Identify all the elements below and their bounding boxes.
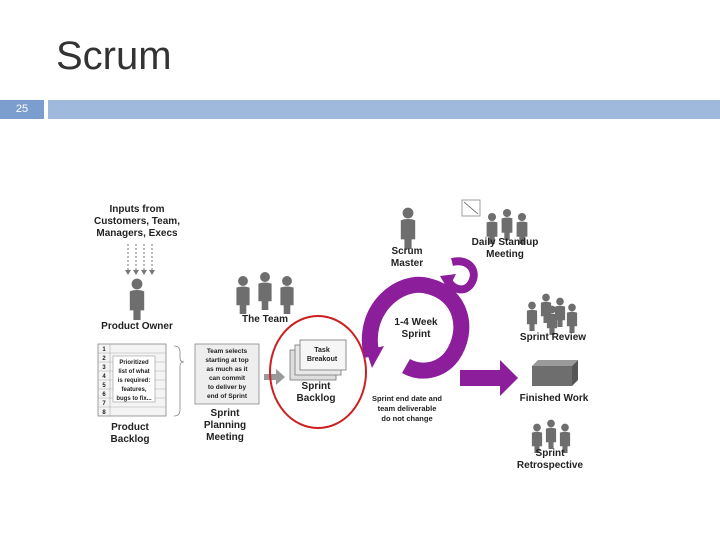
inputs-line: Inputs from bbox=[110, 204, 165, 215]
sprint-retrospective-label: Retrospective bbox=[517, 460, 584, 471]
sprint-cycle bbox=[366, 261, 518, 396]
sprint-end-note: do not change bbox=[381, 414, 432, 423]
product-backlog-list: 1 2 3 4 5 6 7 8 Prioritized list of what… bbox=[98, 344, 166, 416]
sprint-retrospective-label: Sprint bbox=[536, 448, 566, 459]
the-team-people-icon bbox=[236, 272, 293, 314]
daily-standup-label: Meeting bbox=[486, 249, 524, 260]
backlog-note-line: features, bbox=[121, 387, 146, 393]
product-owner-label: Product Owner bbox=[101, 321, 173, 332]
week-sprint-label: Sprint bbox=[402, 329, 432, 340]
team-selects-line: end of Sprint bbox=[207, 393, 248, 400]
the-team-label: The Team bbox=[242, 314, 288, 325]
daily-standup-label: Daily Standup bbox=[472, 237, 539, 248]
sprint-backlog-label: Sprint bbox=[302, 381, 332, 392]
sprint-planning-label: Planning bbox=[204, 420, 246, 431]
scrum-master-label: Scrum bbox=[391, 246, 422, 257]
input-arrows bbox=[128, 244, 152, 270]
sprint-review-people-icon bbox=[527, 294, 577, 335]
product-owner-person-icon bbox=[130, 279, 144, 320]
input-arrowheads bbox=[125, 270, 155, 275]
sprint-end-note: Sprint end date and bbox=[372, 394, 442, 403]
inputs-line: Managers, Execs bbox=[96, 228, 178, 239]
bracket bbox=[174, 346, 184, 416]
inputs-label: Inputs from Customers, Team, Managers, E… bbox=[94, 204, 180, 239]
standup-clock-icon bbox=[462, 200, 480, 216]
backlog-note-line: list of what bbox=[118, 369, 149, 375]
scrum-master-label: Master bbox=[391, 258, 423, 269]
inputs-line: Customers, Team, bbox=[94, 216, 180, 227]
sprint-end-note: team deliverable bbox=[378, 404, 437, 413]
team-selects-line: Team selects bbox=[207, 348, 248, 355]
sprint-backlog-label: Backlog bbox=[297, 393, 336, 404]
planning-arrow bbox=[264, 369, 285, 385]
team-selects-line: starting at top bbox=[205, 357, 248, 364]
finished-work-label: Finished Work bbox=[520, 393, 589, 404]
scrum-master-person-icon bbox=[401, 208, 415, 249]
backlog-note-line: bugs to fix... bbox=[116, 396, 152, 402]
backlog-note-line: Prioritized bbox=[119, 360, 149, 366]
team-selects-line: as much as it bbox=[206, 366, 248, 373]
team-selects-line: to deliver by bbox=[208, 384, 247, 391]
backlog-note-line: is required: bbox=[118, 378, 151, 384]
sprint-planning-label: Sprint bbox=[211, 408, 241, 419]
task-breakout-label: Task bbox=[314, 347, 330, 354]
product-backlog-label: Backlog bbox=[111, 434, 150, 445]
finished-work-box-icon bbox=[532, 360, 578, 386]
product-backlog-label: Product bbox=[111, 422, 149, 433]
task-breakout-label: Breakout bbox=[307, 356, 338, 363]
team-selects-line: can commit bbox=[209, 375, 246, 382]
sprint-planning-label: Meeting bbox=[206, 432, 244, 443]
week-sprint-label: 1-4 Week bbox=[394, 317, 438, 328]
sprint-review-label: Sprint Review bbox=[520, 332, 586, 343]
